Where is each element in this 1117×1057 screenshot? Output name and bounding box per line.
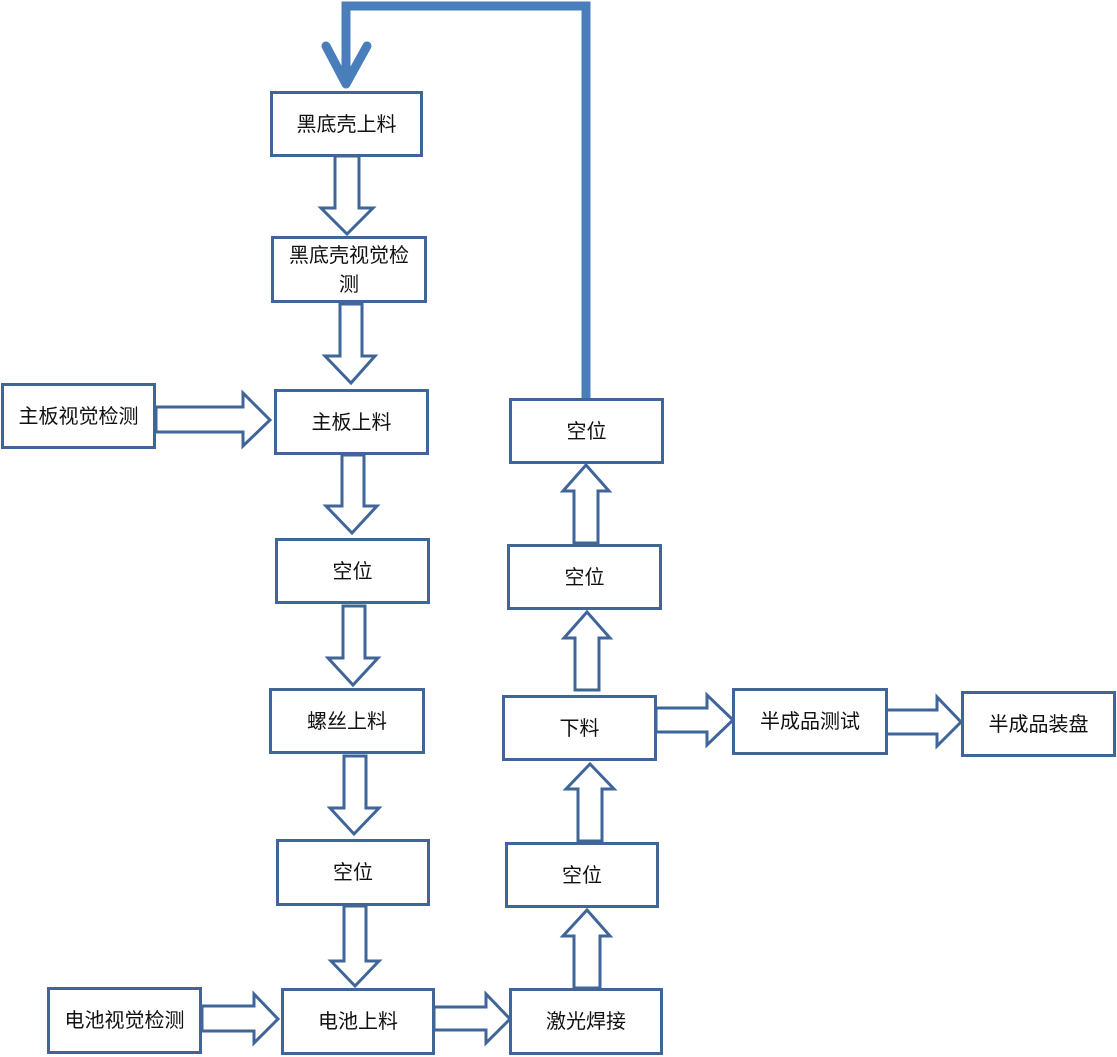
arrow-unload-to-empty4: [560, 609, 614, 692]
return-loop-line: [341, 1, 591, 398]
arrow-vision-to-board: [321, 302, 379, 386]
node-empty-3: 空位: [505, 842, 659, 908]
node-label: 螺丝上料: [307, 708, 387, 733]
node-label: 黑底壳上料: [296, 111, 397, 136]
node-empty-5: 空位: [509, 398, 664, 464]
arrow-empty2-to-battery: [327, 904, 383, 989]
node-label: 半成品装盘: [988, 711, 1089, 736]
arrow-unload-to-test: [654, 691, 736, 749]
arrow-empty1-to-screw: [324, 604, 382, 688]
node-label: 电池上料: [318, 1009, 398, 1033]
node-label: 空位: [566, 418, 607, 443]
return-loop-arrowhead: [321, 41, 372, 89]
node-shell-loading: 黑底壳上料: [270, 91, 423, 157]
arrow-empty3-to-unload: [562, 761, 618, 843]
arrow-battery-to-laser: [432, 990, 513, 1047]
node-label: 电池视觉检测: [64, 1008, 185, 1032]
node-label: 黑底壳视觉检测: [289, 242, 409, 296]
node-empty-2: 空位: [276, 839, 430, 906]
node-label: 下料: [559, 715, 600, 740]
node-empty-1: 空位: [275, 538, 430, 604]
node-unloading: 下料: [502, 695, 657, 761]
node-label: 激光焊接: [546, 1009, 626, 1033]
arrow-test-to-tray: [884, 693, 964, 750]
arrow-empty4-to-empty5: [559, 462, 613, 545]
node-screw-loading: 螺丝上料: [269, 688, 425, 754]
node-board-vision: 主板视觉检测: [1, 383, 156, 449]
node-battery-vision: 电池视觉检测: [47, 987, 202, 1054]
node-label: 主板视觉检测: [18, 403, 139, 428]
node-label: 空位: [564, 564, 605, 589]
node-label: 空位: [333, 860, 373, 884]
arrow-boardvision-to-board: [154, 389, 273, 450]
arrow-board-to-empty1: [322, 453, 381, 536]
node-battery-loading: 电池上料: [281, 988, 435, 1055]
node-shell-vision: 黑底壳视觉检测: [271, 236, 427, 303]
node-empty-4: 空位: [507, 544, 662, 610]
node-board-loading: 主板上料: [274, 389, 429, 455]
node-semi-product-test: 半成品测试: [732, 688, 888, 755]
arrow-shell-to-vision: [317, 154, 377, 237]
node-label: 主板上料: [311, 409, 392, 434]
node-label: 空位: [562, 862, 602, 887]
arrow-laser-to-empty3: [559, 907, 614, 990]
node-label: 半成品测试: [760, 709, 860, 733]
arrow-screw-to-empty2: [326, 754, 383, 837]
node-semi-product-tray: 半成品装盘: [961, 691, 1116, 757]
arrow-batteryvision-to-battery: [200, 990, 281, 1047]
node-laser-welding: 激光焊接: [509, 988, 663, 1055]
node-label: 空位: [332, 558, 373, 583]
